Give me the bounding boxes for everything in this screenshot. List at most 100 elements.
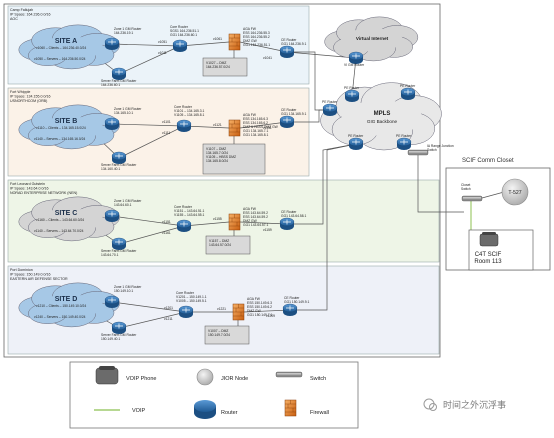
- site-d-ce-label-line-0: CE Router: [284, 296, 300, 300]
- site-d-dmz-label-line-1: 150.149.7.0/24: [208, 333, 230, 337]
- site-a-cloud-core: [36, 36, 104, 60]
- pe-router-label-3: PE Router: [348, 134, 364, 138]
- site-c-firewall: [228, 213, 241, 231]
- site-c-name: SITE C: [55, 210, 78, 217]
- voip-phone-body: [479, 233, 499, 247]
- site-d-tag-0: v1201: [164, 306, 173, 310]
- site-c-link-core-fw: [183, 221, 230, 227]
- site-c-core-router-arrows: [180, 221, 188, 227]
- site-b-cloud-core: [36, 116, 104, 140]
- site-a-fw-label-line-1: ESS 164.236.55.3: [243, 31, 270, 35]
- site-c-link-zone-core: [111, 215, 185, 227]
- site-a-zone-label-line-1: 164.236.19.1: [114, 31, 133, 35]
- site-d-name: SITE D: [55, 296, 78, 303]
- legend-router-top: [194, 400, 216, 412]
- junction-switch: [407, 149, 429, 156]
- site-c-fw-label-line-3: DMZ GW: [243, 219, 258, 223]
- watermark-text: 时间之外沉浮事: [443, 399, 506, 410]
- site-b-link-fw-ce: [239, 121, 288, 129]
- site-d-vlan-servers-line-0: v1240 – Servers – 150.149.40.0/24: [34, 315, 86, 319]
- site-b-link-core-fw: [183, 125, 230, 129]
- legend-switch-icon-highlight: [277, 373, 301, 375]
- junction-label-line-1: Switch: [427, 148, 437, 152]
- site-d-fw-label-line-0: AGA FW: [247, 297, 261, 301]
- site-d-tag-2: v1221: [217, 307, 226, 311]
- site-c-tag-1: v1161: [162, 231, 171, 235]
- site-d-core-router-arrows: [182, 307, 190, 313]
- site-d-header-line-0: Port Dominion: [10, 268, 33, 272]
- legend-voip-phone-label: VOIP Phone: [126, 376, 156, 382]
- site-b-vlan-clients-line-0: v1110 – Clients – 134.165.15.0/24: [36, 126, 86, 130]
- pe-router-4: [396, 137, 412, 150]
- site-c-fw-label-line-2: ESS 143.64.59.2: [243, 215, 268, 219]
- pe-router-2-arrows: [404, 89, 412, 95]
- site-b-link-zone-core: [111, 123, 185, 127]
- site-d-firewall: [232, 303, 245, 321]
- site-c-header-line-0: Fort Leonard Gutstein: [10, 182, 45, 186]
- site-d-server-router: [111, 321, 127, 334]
- phone-label-line-0: C4T SCIF: [475, 252, 502, 258]
- site-a-tag-3: v1041: [263, 56, 272, 60]
- site-a-vlan-clients-line-0: v1060 – Clients – 164.236.40.0/24: [36, 46, 86, 50]
- pe-router-3: [348, 137, 364, 150]
- site-b-ce-router-arrows: [283, 117, 291, 123]
- site-b-dmz-box: [202, 143, 266, 175]
- voip-phone-icon: [479, 232, 499, 247]
- site-c-ce-label-line-0: CE Router: [281, 210, 297, 214]
- site-c-zone-router-arrows: [108, 211, 116, 217]
- site-c-vlan-clients-line-0: v1160 – Clients – 143.64.60.0/24: [36, 218, 84, 222]
- site-d-server-router-arrows: [115, 323, 123, 329]
- legend-firewall-label: Firewall: [310, 410, 329, 416]
- site-b-zone-label-line-1: 134.165.10.1: [114, 111, 133, 115]
- site-c-tag-2: v1155: [213, 217, 222, 221]
- site-c-tag-3: v1159: [263, 228, 272, 232]
- site-a-name: SITE A: [55, 38, 77, 45]
- closet-switch-label-line-0: Closet: [461, 183, 470, 187]
- site-c-server-label-line-1: 143.64.70.1: [101, 253, 119, 257]
- site-b-link-srv-core: [118, 125, 185, 159]
- pe-router-4-arrows: [400, 139, 408, 145]
- site-d-server-label-line-0: Server Farm GM Router: [101, 333, 137, 337]
- legend-phone-handset: [99, 366, 115, 370]
- site-a-link-zone-core: [111, 43, 181, 47]
- site-c-ce-router: [279, 217, 295, 230]
- pe-router-label-4: PE Router: [396, 134, 412, 138]
- legend-phone-icon: [95, 366, 119, 385]
- site-b-ce-label-line-1: GG1 134.165.9.1: [281, 112, 306, 116]
- closet-switch: [461, 195, 483, 202]
- site-c-cloud-core: [36, 208, 104, 232]
- site-a-link-fw-ce: [239, 41, 288, 53]
- mpls-label: MPLS: [374, 111, 391, 117]
- pe-router-1: [344, 89, 360, 102]
- phone-label-line-1: Room 113: [474, 259, 502, 265]
- site-d-header-line-2: EASTERN AIR DEFENSE SECTOR: [10, 277, 68, 281]
- site-d-vlan-clients-line-0: v1210 – Clients – 150.149.10.0/24: [36, 304, 86, 308]
- legend-jior-label: JIOR Node: [221, 376, 248, 382]
- site-a-server-router: [111, 67, 127, 80]
- site-b-cloud: [18, 104, 120, 150]
- watermark: 时间之外沉浮事: [423, 398, 506, 411]
- site-b-core-router: [176, 119, 192, 132]
- site-a-ce-label-line-1: GG1 164.236.9.1: [281, 42, 306, 46]
- closet-switch-label-line-1: Switch: [461, 187, 471, 191]
- legend-router-label: Router: [221, 410, 238, 416]
- vi-gm-router: [348, 51, 364, 64]
- site-a-tag-1: v1011: [158, 51, 167, 55]
- site-c-ce-router-arrows: [283, 219, 291, 225]
- site-b-fw-label-line-1: ESS 134.165.6.3: [243, 117, 268, 121]
- site-a-ce-router: [279, 45, 295, 58]
- site-a-header-line-1: IP Space: 164.236.0.0/16: [10, 12, 51, 16]
- site-b-dmz-label-line-0: V1107 – DMZ: [206, 147, 226, 151]
- site-d-cloud: [18, 282, 120, 328]
- site-a-link-core-fw: [179, 41, 230, 47]
- site-d-ce-label-line-1: GG1 150.149.9.1: [284, 300, 309, 304]
- site-c-link-fw-ce: [239, 221, 288, 225]
- jior-node-label: T-527: [508, 190, 521, 196]
- vi-gm-router-label: VI GM Router: [344, 63, 365, 67]
- site-d-core-label-line-2: V1005 – 150.149.5.1: [176, 299, 207, 303]
- site-c-ce-label-line-1: GG1 143.64.58.1: [281, 214, 306, 218]
- scif-closet-title: SCIF Comm Closet: [462, 158, 514, 164]
- site-d-link-fw-ce: [243, 309, 291, 313]
